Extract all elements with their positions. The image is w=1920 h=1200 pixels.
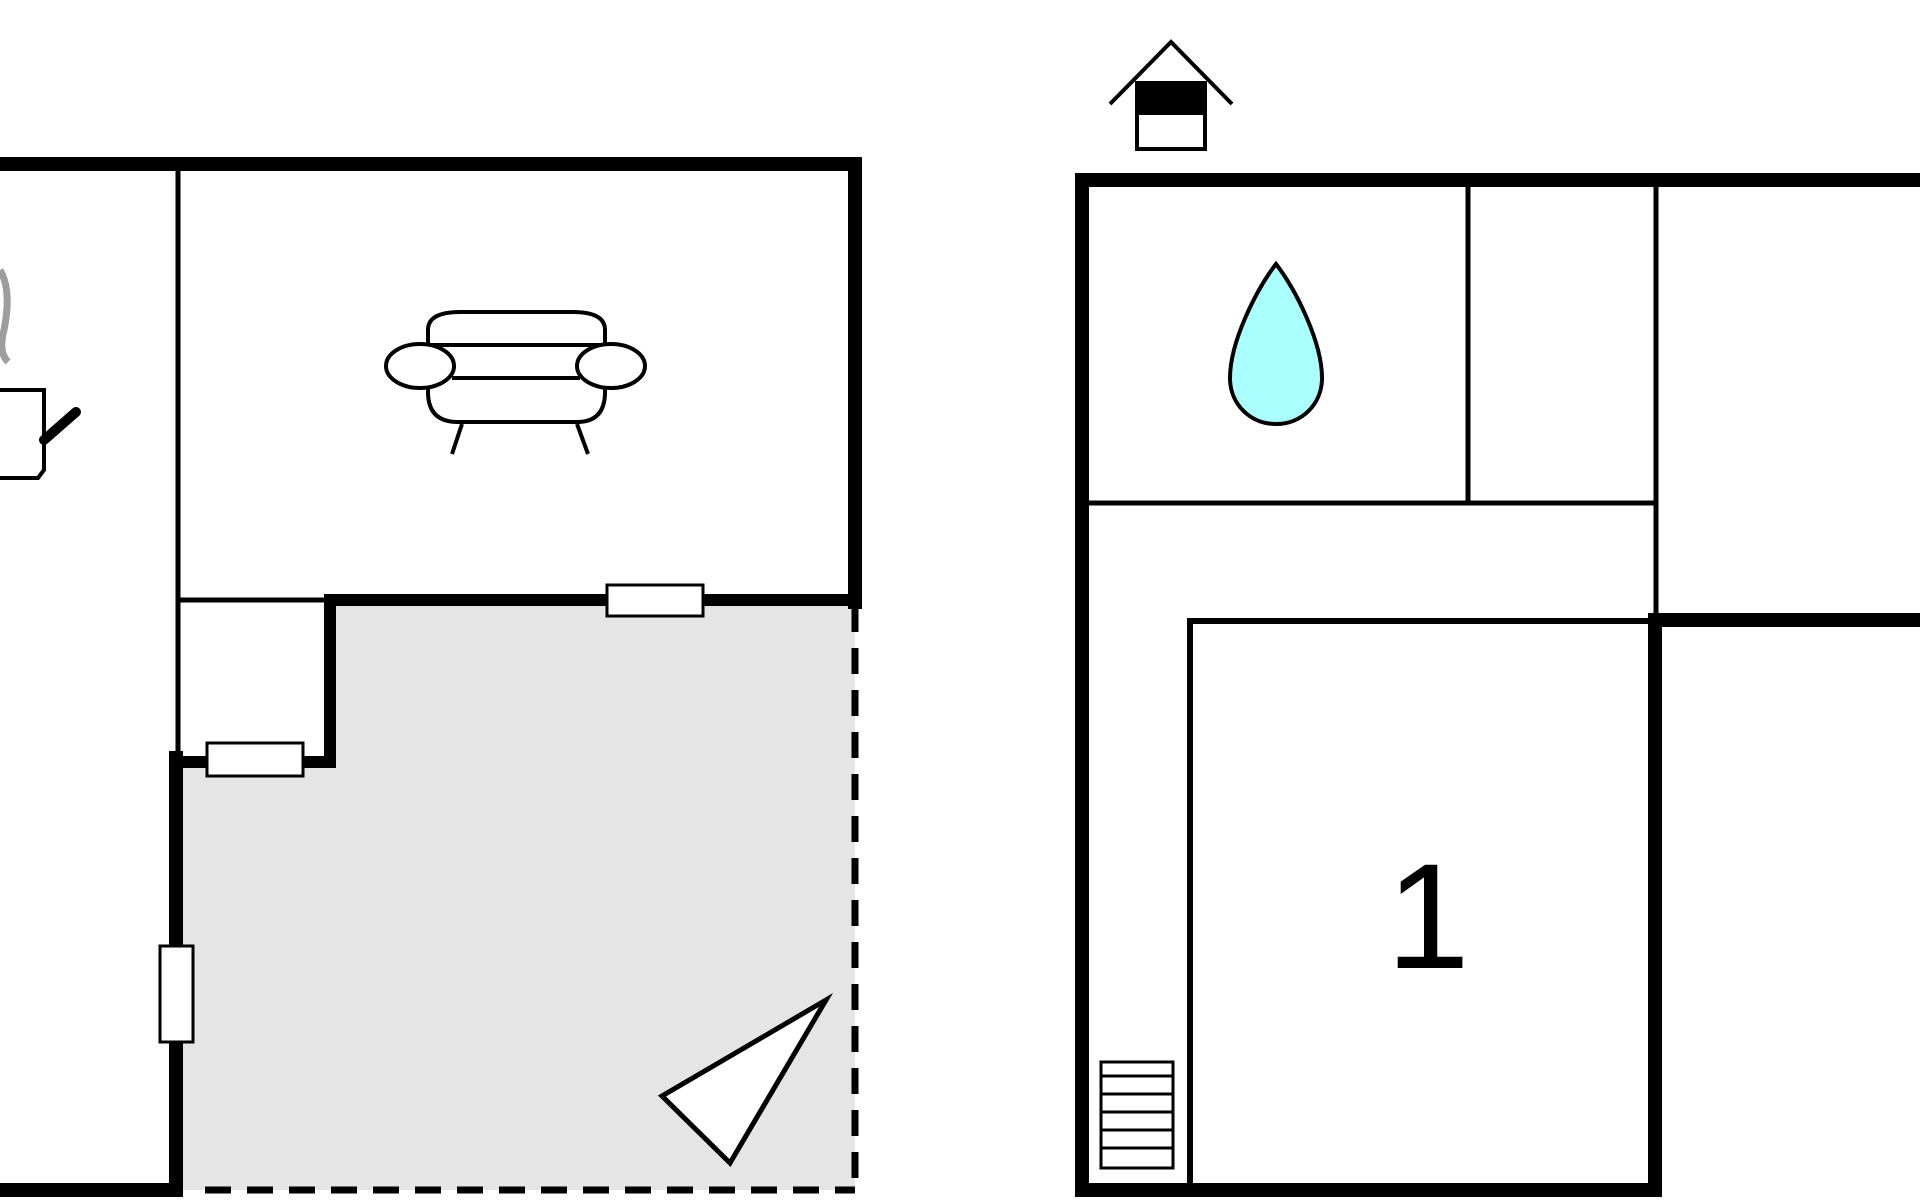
house-entrance-icon (1108, 39, 1234, 151)
bedroom-number: 1 (1386, 832, 1469, 1000)
sun-wedge-icon (657, 992, 834, 1168)
right-building: 1 (1075, 39, 1920, 1197)
water-drop-icon (1227, 260, 1325, 427)
kettle-icon (0, 268, 81, 480)
armchair-icon (384, 310, 647, 455)
stairs-icon (1099, 1060, 1175, 1170)
left-building (0, 157, 862, 1197)
wall-right-outer (1075, 173, 1920, 1197)
window-living-bottom (605, 583, 705, 618)
wall-bedroom (1187, 618, 1650, 1190)
window-hall-bottom (205, 741, 305, 778)
window-terrace-left (158, 944, 195, 1044)
terrace-area (182, 598, 855, 1190)
